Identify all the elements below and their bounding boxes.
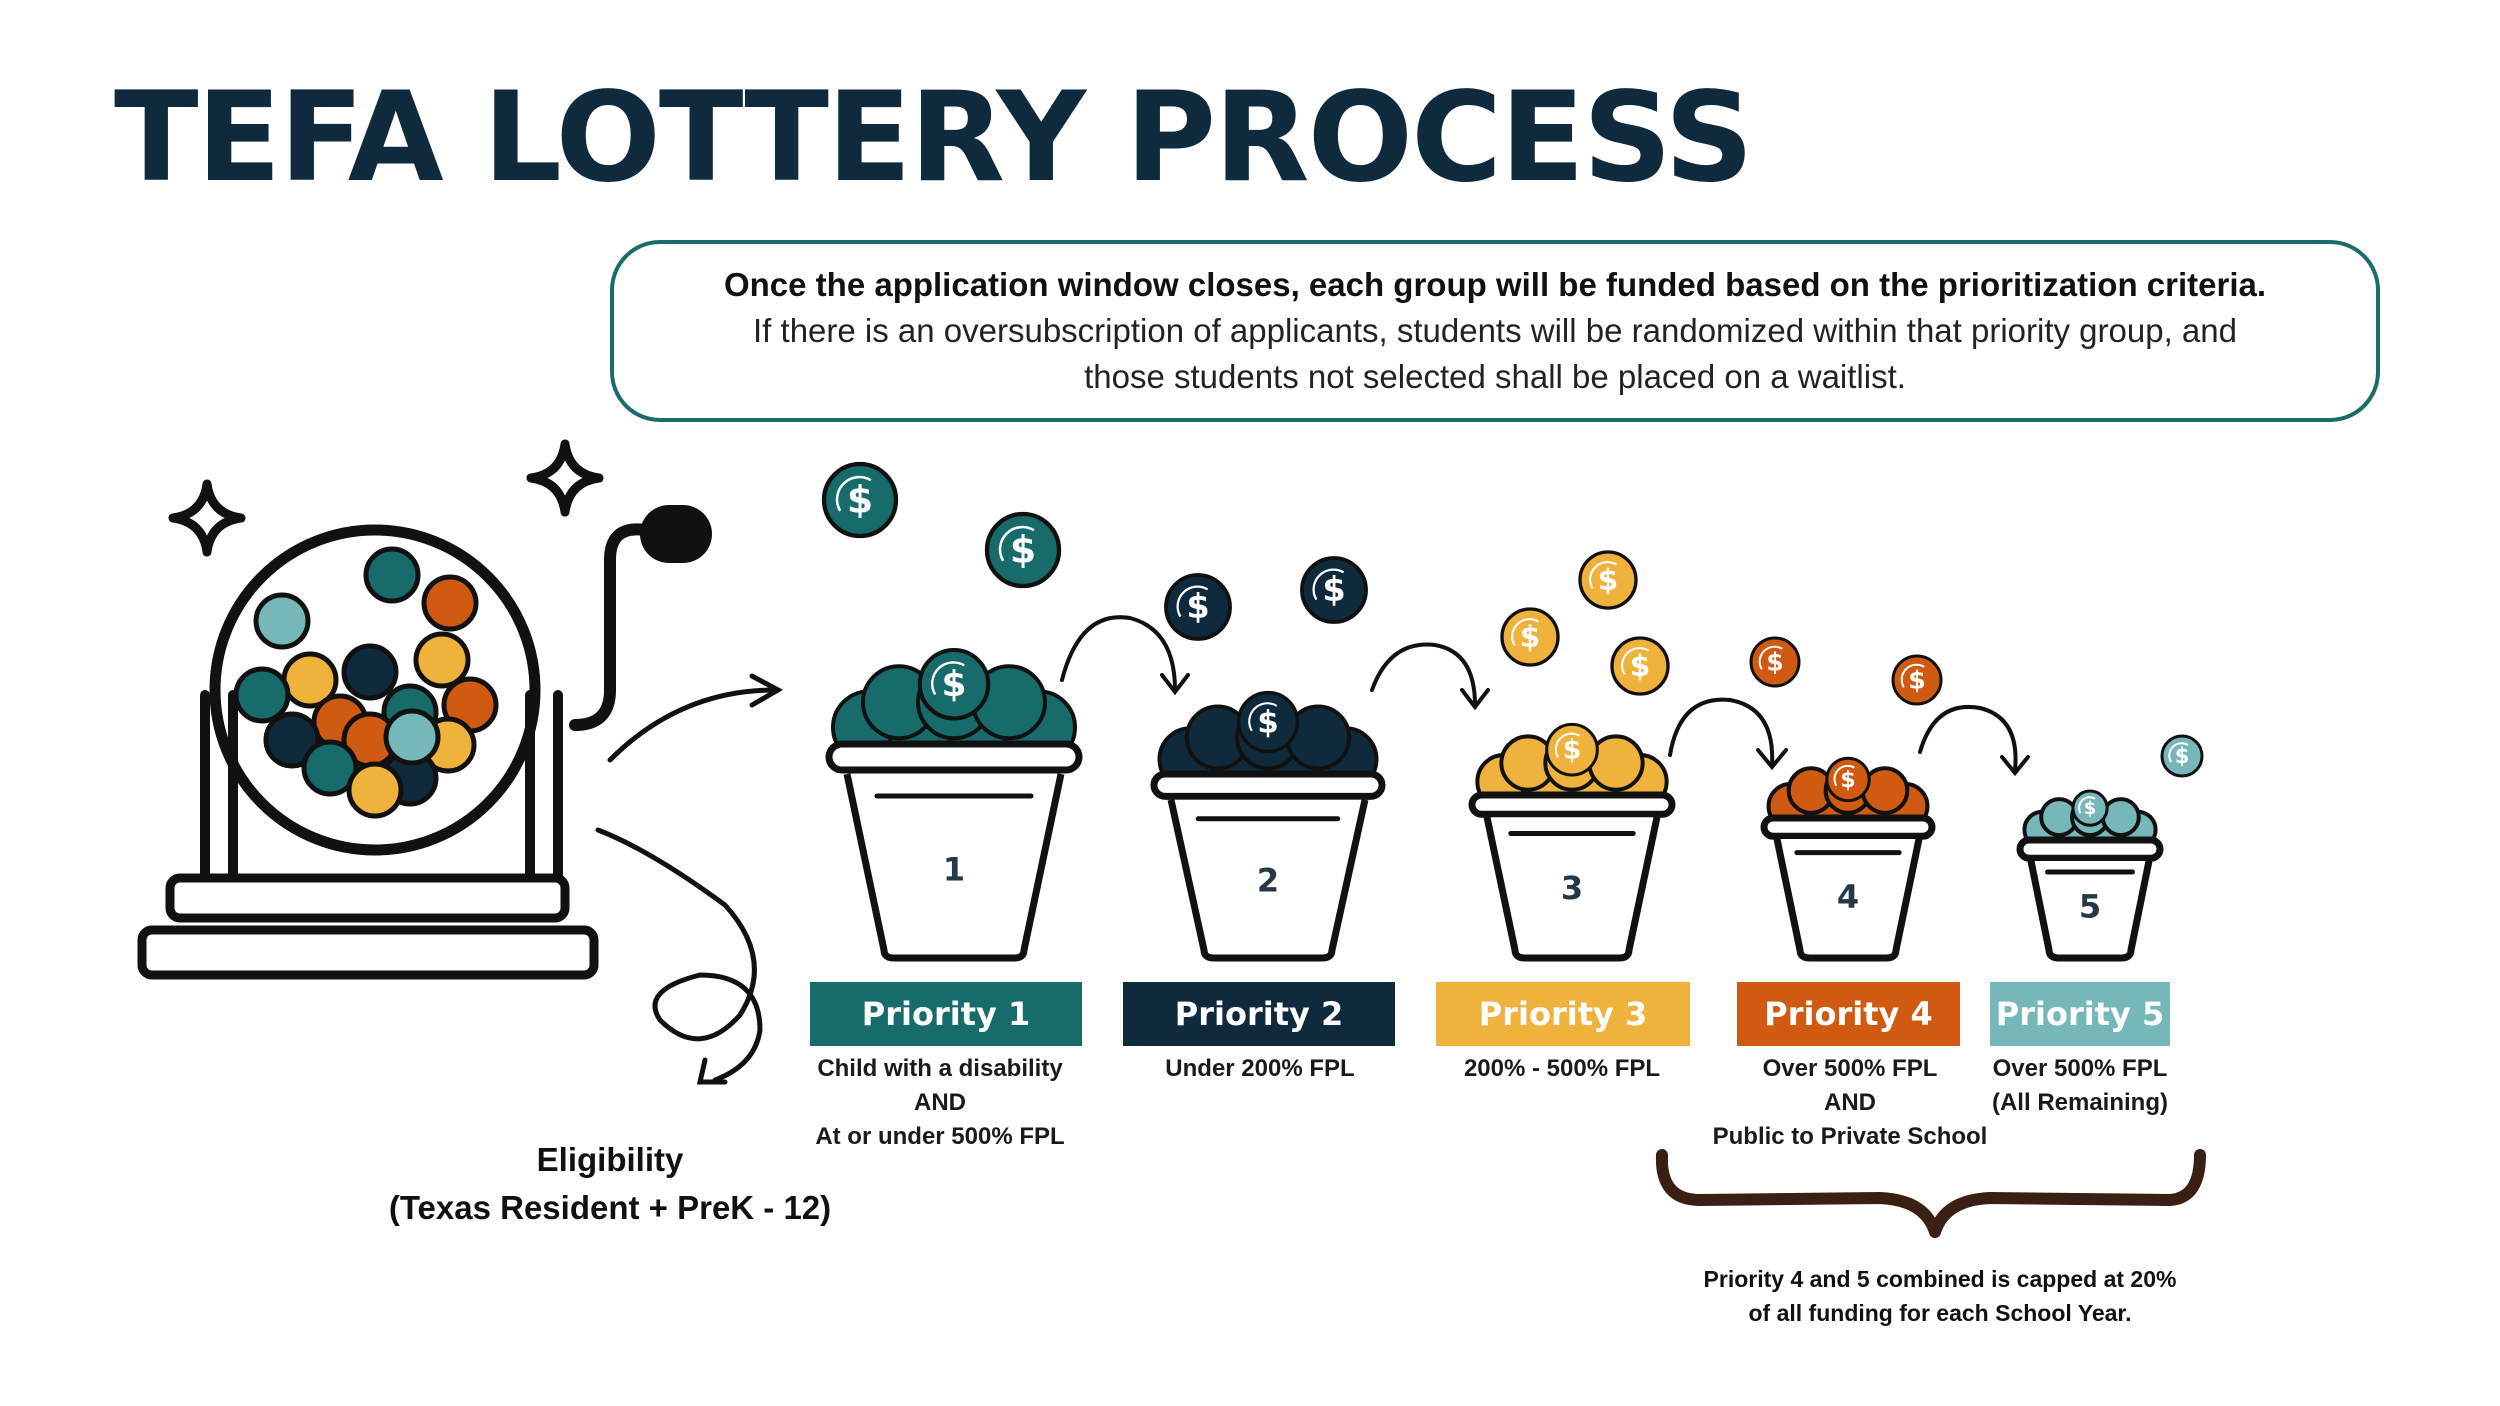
coin-dollar-icon: $ [2160, 734, 2204, 778]
cap-note-line-1: Priority 4 and 5 combined is capped at 2… [1703, 1266, 2177, 1292]
coin-dollar-icon: $ [1545, 722, 1599, 777]
coin-symbol: $ [942, 664, 967, 705]
buckets-layer: $1$2$3$4$5$$$$$$$$$$ [821, 461, 2204, 962]
coin-symbol: $ [847, 478, 873, 522]
coin-symbol: $ [1010, 528, 1036, 572]
priority-5-description: Over 500% FPL (All Remaining) [1955, 1052, 2205, 1120]
coin-symbol: $ [1322, 570, 1345, 609]
coin-symbol: $ [1257, 704, 1278, 740]
bucket-number: 2 [1257, 862, 1279, 900]
coin-dollar-icon: $ [2071, 789, 2109, 827]
eligibility-caption: Eligibility (Texas Resident + PreK - 12) [360, 1136, 860, 1232]
coin-dollar-icon: $ [1164, 573, 1232, 641]
priority-5-label: Priority 5 [1990, 982, 2170, 1046]
coin-dollar-icon: $ [1236, 690, 1300, 754]
coin-symbol: $ [1840, 767, 1855, 793]
eligibility-criteria: (Texas Resident + PreK - 12) [388, 1189, 832, 1226]
priority-1-desc-line: AND [914, 1089, 966, 1116]
priority-4-desc-line: Public to Private School [1712, 1123, 1988, 1150]
sparkle-icon [173, 484, 241, 552]
coin-dollar-icon: $ [1578, 550, 1638, 610]
coin-symbol: $ [2175, 744, 2190, 768]
coin-dollar-icon: $ [1500, 607, 1560, 667]
cap-note-line-2: of all funding for each School Year. [1748, 1300, 2132, 1326]
priority-1-desc-line: Child with a disability [817, 1055, 1063, 1082]
coin-symbol: $ [1766, 647, 1784, 676]
callout-text-line-3: those students not selected shall be pla… [1084, 358, 1906, 395]
info-callout: Once the application window closes, each… [610, 240, 2380, 422]
priority-4-desc-line: Over 500% FPL [1762, 1055, 1938, 1082]
coin-symbol: $ [1908, 665, 1926, 694]
curved-arrow-icon [595, 673, 784, 1085]
priority-3-desc-line: 200% - 500% FPL [1463, 1055, 1661, 1082]
bucket-number: 1 [943, 851, 965, 889]
priority-1-desc-line: At or under 500% FPL [815, 1123, 1065, 1150]
bucket-number: 4 [1837, 878, 1859, 916]
priority-4-label: Priority 4 [1737, 982, 1960, 1046]
coin-pile: $ [2022, 789, 2158, 850]
callout-bold-text: Once the application window closes, each… [723, 266, 2267, 303]
coin-dollar-icon: $ [821, 461, 899, 539]
bucket-icon: $3 [1468, 722, 1676, 962]
bucket-icon: $1 [825, 647, 1083, 962]
lottery-machine-icon [137, 444, 712, 980]
coin-dollar-icon: $ [1891, 654, 1943, 706]
priority-5-desc-line: (All Remaining) [1991, 1089, 2168, 1116]
bucket-icon: $4 [1760, 756, 1936, 962]
priority-4-description: Over 500% FPL AND Public to Private Scho… [1680, 1052, 2020, 1154]
coin-dollar-icon: $ [984, 511, 1062, 589]
priority-3-description: 200% - 500% FPL [1412, 1052, 1712, 1086]
curly-brace-icon [1655, 1149, 2206, 1238]
bucket-number: 5 [2079, 887, 2101, 925]
priority-3-label: Priority 3 [1436, 982, 1690, 1046]
priority-1-label: Priority 1 [810, 982, 1082, 1046]
coin-dollar-icon: $ [1825, 756, 1871, 803]
sparkle-icon [531, 444, 599, 512]
coin-symbol: $ [2084, 798, 2096, 819]
coin-symbol: $ [1520, 620, 1540, 654]
coin-symbol: $ [1186, 587, 1209, 626]
coin-dollar-icon: $ [1610, 636, 1670, 696]
priority-2-desc-line: Under 200% FPL [1165, 1055, 1355, 1082]
priority-4-desc-line: AND [1824, 1089, 1876, 1116]
curved-arrow-icon [1060, 615, 2030, 777]
callout-text-line-2: If there is an oversubscription of appli… [753, 312, 2237, 349]
coin-dollar-icon: $ [1749, 636, 1801, 688]
priority-1-description: Child with a disability AND At or under … [790, 1052, 1090, 1154]
bucket-icon: $5 [2016, 789, 2164, 962]
bucket-icon: $2 [1150, 690, 1386, 962]
priority-2-description: Under 200% FPL [1110, 1052, 1410, 1086]
bucket-number: 3 [1561, 869, 1583, 907]
coin-symbol: $ [1563, 735, 1581, 766]
page-title: TEFA LOTTERY PROCESS [114, 66, 1754, 210]
eligibility-title: Eligibility [536, 1141, 684, 1178]
priority-5-desc-line: Over 500% FPL [1992, 1055, 2168, 1082]
coin-symbol: $ [1598, 563, 1618, 597]
funding-cap-note: Priority 4 and 5 combined is capped at 2… [1620, 1262, 2260, 1330]
coin-dollar-icon: $ [1300, 556, 1368, 624]
priority-2-label: Priority 2 [1123, 982, 1395, 1046]
coin-dollar-icon: $ [917, 647, 991, 721]
coin-symbol: $ [1630, 649, 1650, 683]
